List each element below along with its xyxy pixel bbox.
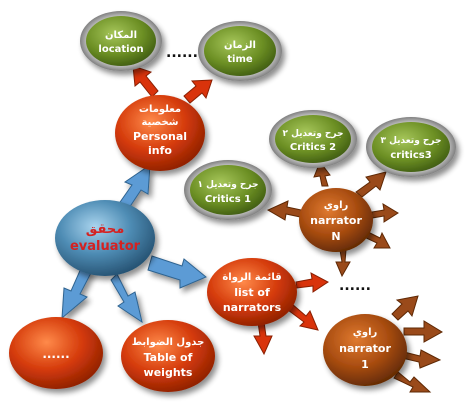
personal-label-ar2: شخصية <box>141 117 178 128</box>
narrator1-label-en1: narrator <box>339 342 391 355</box>
arrow-narrator1-out-1 <box>391 295 419 321</box>
arrow-narrator1-out-4 <box>393 371 432 393</box>
node-narrator-1: راوي narrator 1 <box>323 314 407 386</box>
arrow-evaluator-to-unknown <box>61 265 93 320</box>
critics3-label-en: critics3 <box>390 150 431 161</box>
node-more: ...... <box>9 317 103 389</box>
personal-label-en2: info <box>148 144 172 157</box>
time-label-ar: الزمان <box>224 40 256 51</box>
narrator1-label-en2: 1 <box>361 358 369 371</box>
arrow-evaluator-to-table <box>110 273 143 324</box>
list-label-en1: list of <box>234 286 270 299</box>
narrator1-label-ar: راوي <box>353 327 378 338</box>
node-narrator-n: راوي narrator N <box>299 188 373 252</box>
ellipsis-top: ...... <box>166 45 198 61</box>
personal-label-ar1: معلومات <box>139 104 181 115</box>
node-list-of-narrators: قائمة الرواة list of narrators <box>207 258 297 326</box>
arrow-evaluator-to-list <box>147 255 207 289</box>
arrow-narrator1-out-3 <box>401 349 442 369</box>
evaluator-label-ar: محقق <box>86 222 125 237</box>
location-label-en: location <box>98 44 143 55</box>
narratorN-label-ar: راوي <box>324 200 349 211</box>
node-critics-2: جرح وتعديل ٢ Critics 2 <box>269 110 357 168</box>
arrow-list-to-narrator1 <box>287 303 319 331</box>
table-label-ar: جدول الضوابط <box>132 337 205 348</box>
list-label-en2: narrators <box>223 301 282 314</box>
narratorN-label-en2: N <box>331 230 340 243</box>
critics2-label-ar: جرح وتعديل ٢ <box>282 129 343 139</box>
node-table-of-weights: جدول الضوابط Table of weights <box>121 320 215 392</box>
arrow-narrator1-out-2 <box>403 320 443 343</box>
arrow-narratorN-to-critics2 <box>313 160 331 187</box>
personal-label-en1: Personal <box>133 130 187 143</box>
arrow-personal-to-time <box>183 79 213 104</box>
time-label-en: time <box>227 54 253 65</box>
node-critics-3: جرح وتعديل ٣ critics3 <box>366 117 456 177</box>
list-label-ar: قائمة الرواة <box>222 272 281 283</box>
node-personal-info: معلومات شخصية Personal info <box>115 95 205 171</box>
more-label: ...... <box>42 347 69 361</box>
arrow-narratorN-to-critics3 <box>355 171 387 198</box>
table-label-en1: Table of <box>144 351 193 364</box>
node-location: المكان location <box>80 11 162 71</box>
node-critics-1: جرح وتعديل ١ Critics 1 <box>184 160 272 220</box>
evaluator-label-en: evaluator <box>70 239 141 254</box>
critics1-label-ar: جرح وتعديل ١ <box>197 180 258 190</box>
narratorN-label-en1: narrator <box>310 214 362 227</box>
node-time: الزمان time <box>198 21 282 81</box>
critics3-label-ar: جرح وتعديل ٣ <box>380 136 441 146</box>
critics2-label-en: Critics 2 <box>290 142 336 153</box>
arrow-personal-to-location <box>132 65 159 98</box>
critics1-label-en: Critics 1 <box>205 194 251 205</box>
table-label-en2: weights <box>144 366 193 379</box>
arrow-list-to-more <box>295 272 329 293</box>
location-label-ar: المكان <box>105 30 137 41</box>
node-evaluator: محقق evaluator <box>55 200 155 276</box>
arrow-narratorN-extra-3 <box>335 249 351 278</box>
arrow-narratorN-extra-1 <box>371 203 399 223</box>
arrow-list-down <box>253 321 273 356</box>
ellipsis-mid: ...... <box>339 278 371 294</box>
